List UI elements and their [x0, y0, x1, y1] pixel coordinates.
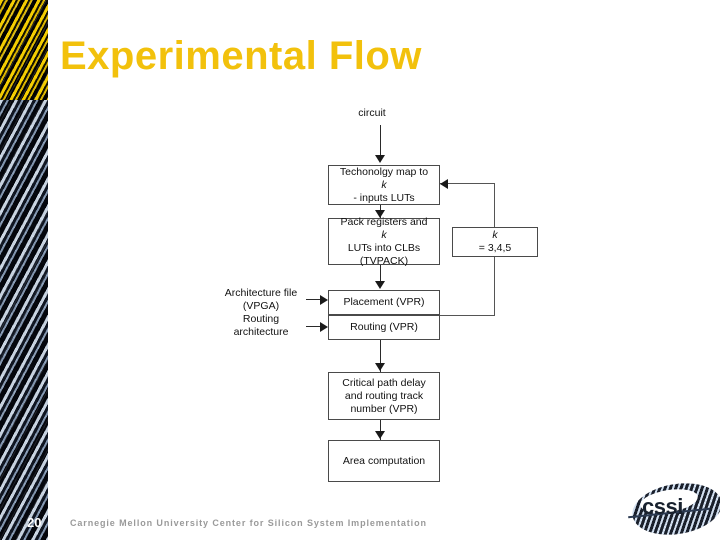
arrowhead-down-metrics: [375, 363, 385, 371]
label-architecture-file-line2: file (VPGA): [242, 287, 298, 312]
connector-routingarch-to-routing: [306, 326, 322, 327]
node-techonolgy-map-line1: Techonolgy map to: [339, 165, 429, 178]
node-metrics-line3: number (VPR): [350, 402, 418, 415]
page-title: Experimental Flow: [60, 34, 422, 78]
loop-segment-top: [440, 183, 495, 184]
loop-segment-right: [440, 315, 495, 316]
node-pack-line1-pre: Pack registers and: [340, 215, 428, 228]
arrowhead-right-routing: [320, 322, 328, 332]
arrowhead-down-pack: [375, 210, 385, 218]
italic-k-1: k: [381, 178, 387, 191]
footer-text: Carnegie Mellon University Center for Si…: [70, 518, 427, 528]
label-routing-architecture: Routing architecture: [218, 313, 304, 339]
node-routing-vpr[interactable]: Routing (VPR): [328, 315, 440, 340]
node-metrics-line2: and routing track: [344, 389, 424, 402]
italic-k-3: k: [492, 229, 498, 241]
arrowhead-down-placement: [375, 281, 385, 289]
connector-metrics-to-area: [380, 420, 381, 440]
label-architecture-file-line1: Architecture: [224, 287, 281, 299]
node-metrics-line1: Critical path delay: [342, 376, 426, 389]
arrowhead-down-techmap: [375, 155, 385, 163]
diagram-input-label: circuit: [358, 107, 386, 119]
node-techonolgy-map[interactable]: Techonolgy map to k - inputs LUTs: [328, 165, 440, 205]
node-k-values-rest: = 3,4,5: [478, 242, 512, 254]
node-pack-registers-line1: Pack registers and k: [341, 216, 428, 242]
node-k-values[interactable]: k = 3,4,5: [452, 227, 538, 257]
connector-routing-to-metrics: [380, 340, 381, 372]
node-techonolgy-map-line2-rest: - inputs LUTs: [353, 191, 415, 204]
cssi-logo: cssi: [626, 477, 720, 540]
node-k-values-text: k = 3,4,5: [479, 229, 511, 255]
italic-k-2: k: [381, 228, 387, 241]
connector-archfile-to-placement: [306, 299, 322, 300]
experimental-flow-diagram: circuit Techonolgy map to k - inputs LUT…: [190, 105, 590, 495]
logo-text: cssi: [642, 494, 683, 519]
connector-circuit-to-techmap: [380, 125, 381, 157]
arrowhead-right-placement: [320, 295, 328, 305]
node-pack-registers-line2: LUTs into CLBs: [347, 241, 421, 254]
label-routing-architecture-line2: architecture: [233, 326, 289, 338]
connector-pack-to-placement: [380, 265, 381, 287]
sidebar-decorative-strip: [0, 0, 48, 540]
circuit-board-blue-texture: [0, 100, 48, 540]
node-pack-registers[interactable]: Pack registers and k LUTs into CLBs (TVP…: [328, 216, 440, 267]
node-area-computation[interactable]: Area computation: [328, 440, 440, 482]
label-architecture-file: Architecture file (VPGA): [218, 287, 304, 313]
label-routing-architecture-line1: Routing: [242, 313, 280, 325]
node-placement-vpr[interactable]: Placement (VPR): [328, 290, 440, 315]
node-pack-registers-line3: (TVPACK): [359, 254, 409, 267]
arrowhead-left-techmap-feedback: [440, 179, 448, 189]
node-techonolgy-map-line2: k - inputs LUTs: [353, 179, 414, 205]
arrowhead-down-area: [375, 431, 385, 439]
node-critical-path-delay[interactable]: Critical path delay and routing track nu…: [328, 372, 440, 420]
circuit-board-yellow-texture: [0, 0, 48, 100]
page-number: 20: [27, 515, 42, 530]
